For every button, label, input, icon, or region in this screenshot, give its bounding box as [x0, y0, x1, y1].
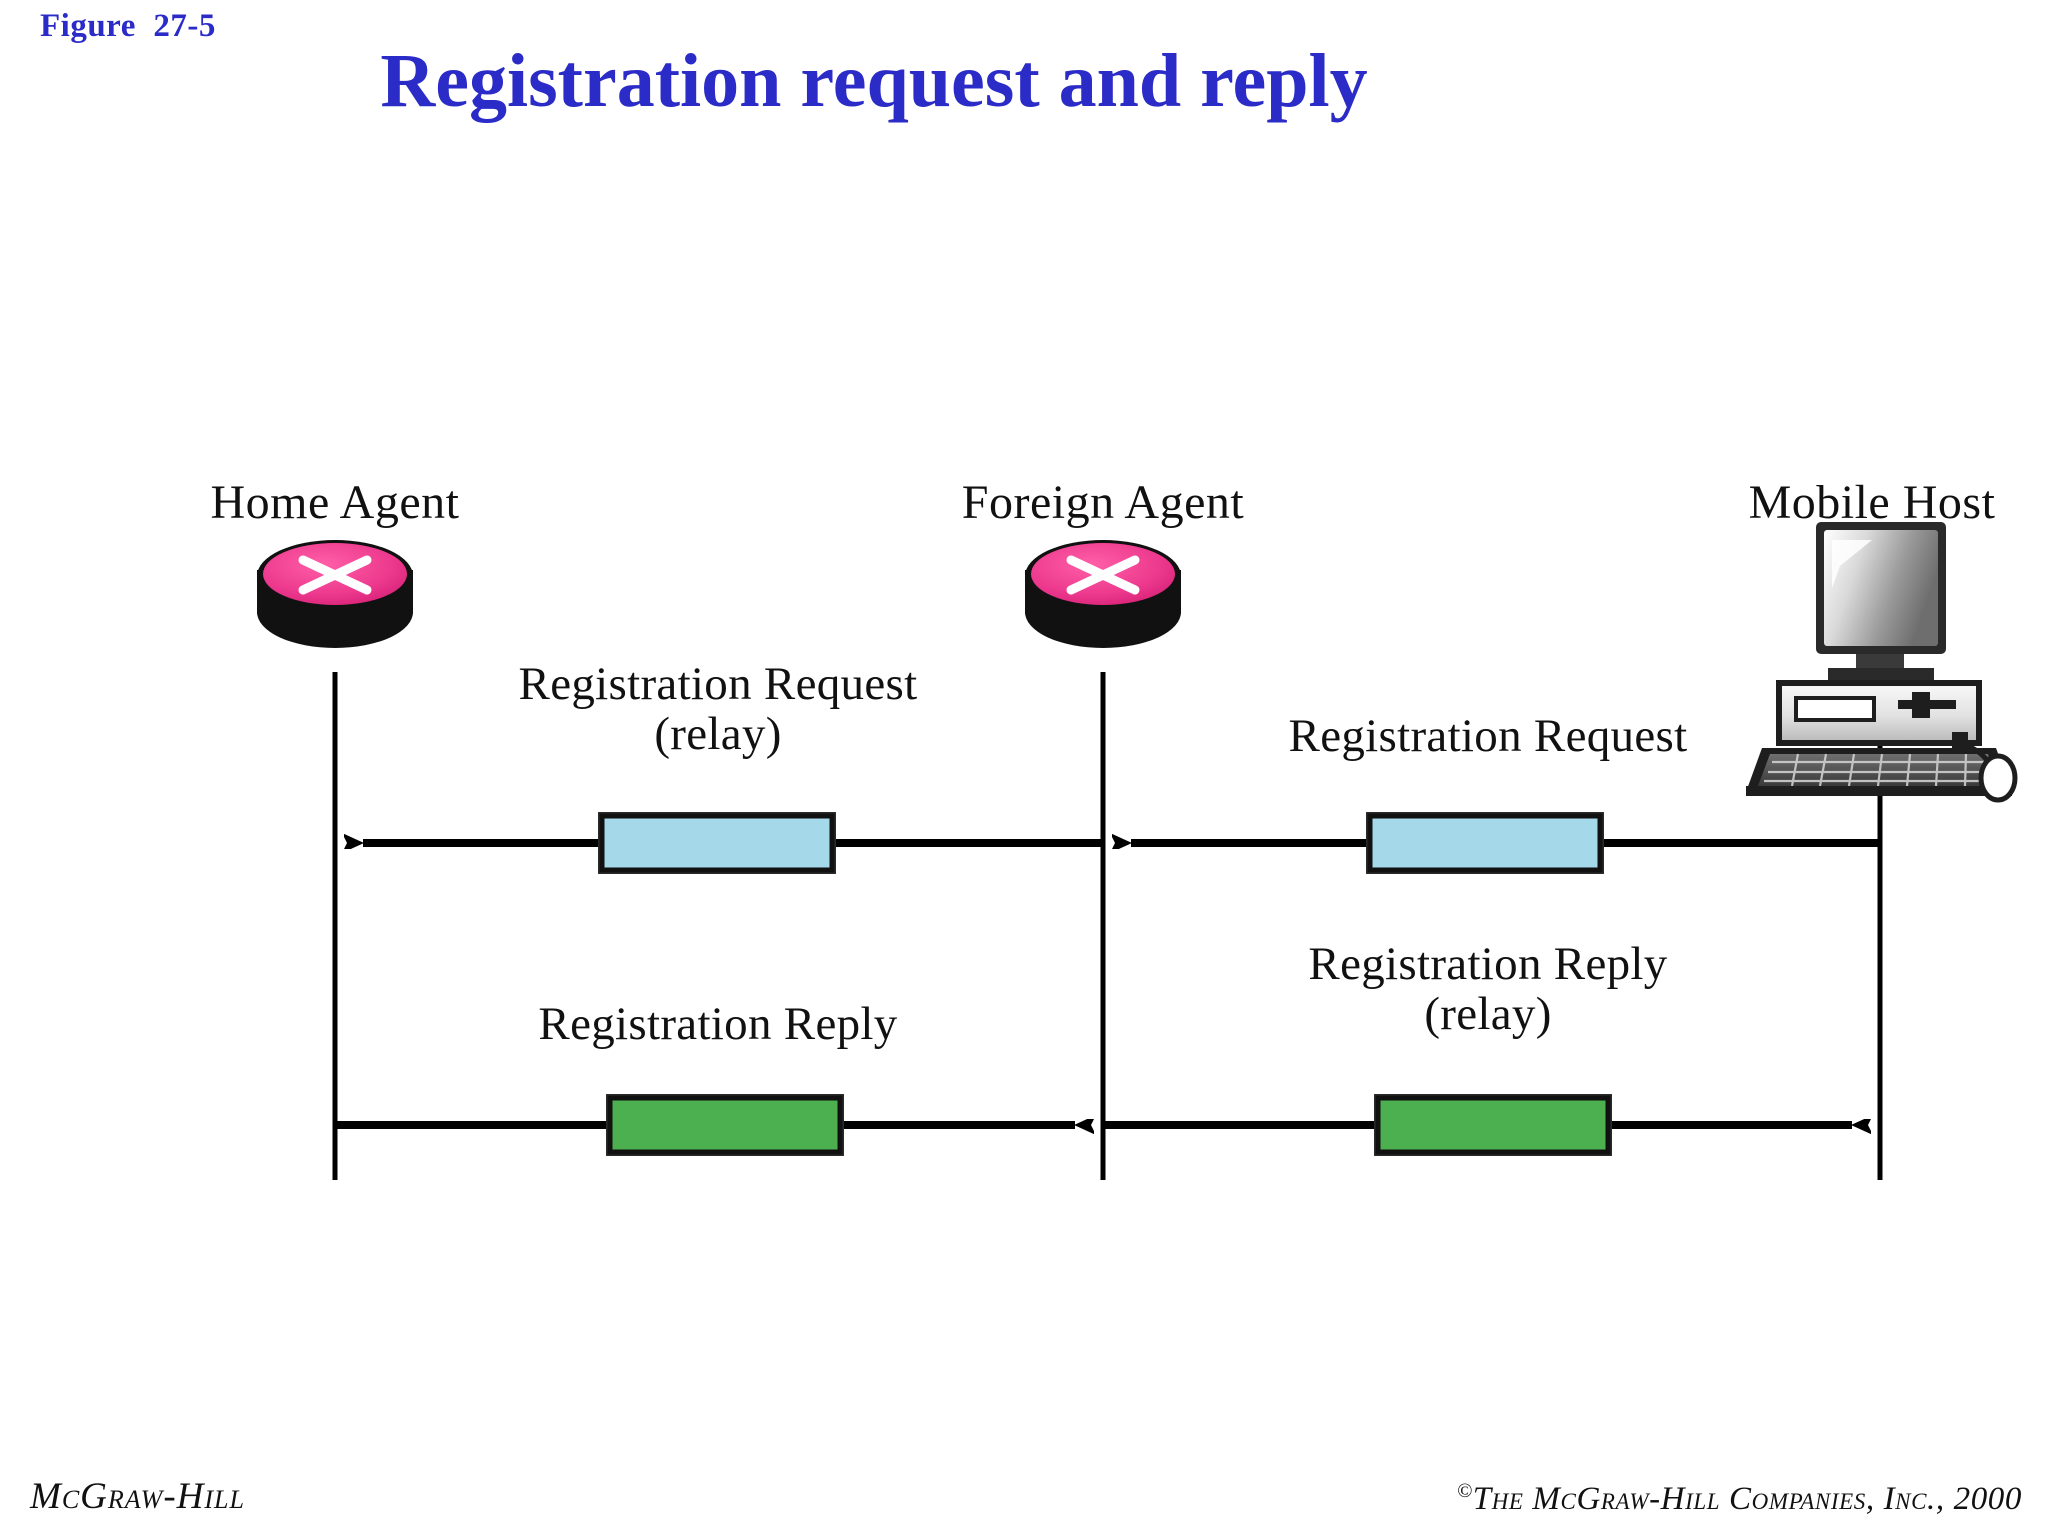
figure-label: Figure 27-5	[40, 8, 216, 44]
message-label-main: Registration Reply	[1308, 938, 1668, 990]
node-label-home-agent: Home Agent	[210, 476, 460, 529]
page-title: Registration request and reply	[380, 39, 1368, 123]
packet-box-reg-reply-relay[interactable]	[1374, 1094, 1612, 1156]
footer-copyright: ©The McGraw-Hill Companies, Inc., 2000	[1457, 1480, 2022, 1518]
copyright-text: The McGraw-Hill Companies, Inc., 2000	[1472, 1481, 2022, 1517]
message-label-main: Registration Reply	[538, 998, 898, 1050]
message-label-main: Registration Request	[1288, 710, 1688, 762]
packet-box-reg-request[interactable]	[1366, 812, 1604, 874]
node-label-mobile-host: Mobile Host	[1748, 476, 1996, 529]
copyright-symbol: ©	[1456, 1480, 1473, 1502]
message-label-sub: (relay)	[654, 707, 782, 760]
router-icon-home-agent[interactable]	[257, 540, 413, 648]
message-label-reg-reply-relay: Registration Reply (relay)	[1308, 938, 1668, 1040]
footer-brand: McGraw-Hill	[30, 1476, 245, 1517]
node-label-foreign-agent: Foreign Agent	[961, 476, 1245, 529]
message-label-main: Registration Request	[518, 658, 918, 710]
message-label-reg-reply: Registration Reply	[538, 998, 898, 1050]
message-label-sub: (relay)	[1424, 987, 1552, 1040]
packet-box-reg-request-relay[interactable]	[598, 812, 836, 874]
message-label-reg-request: Registration Request	[1288, 710, 1688, 762]
packet-box-reg-reply[interactable]	[606, 1094, 844, 1156]
router-icon-foreign-agent[interactable]	[1025, 540, 1181, 648]
computer-icon-mobile-host[interactable]	[1746, 522, 2018, 803]
message-label-reg-request-relay: Registration Request (relay)	[518, 658, 918, 760]
